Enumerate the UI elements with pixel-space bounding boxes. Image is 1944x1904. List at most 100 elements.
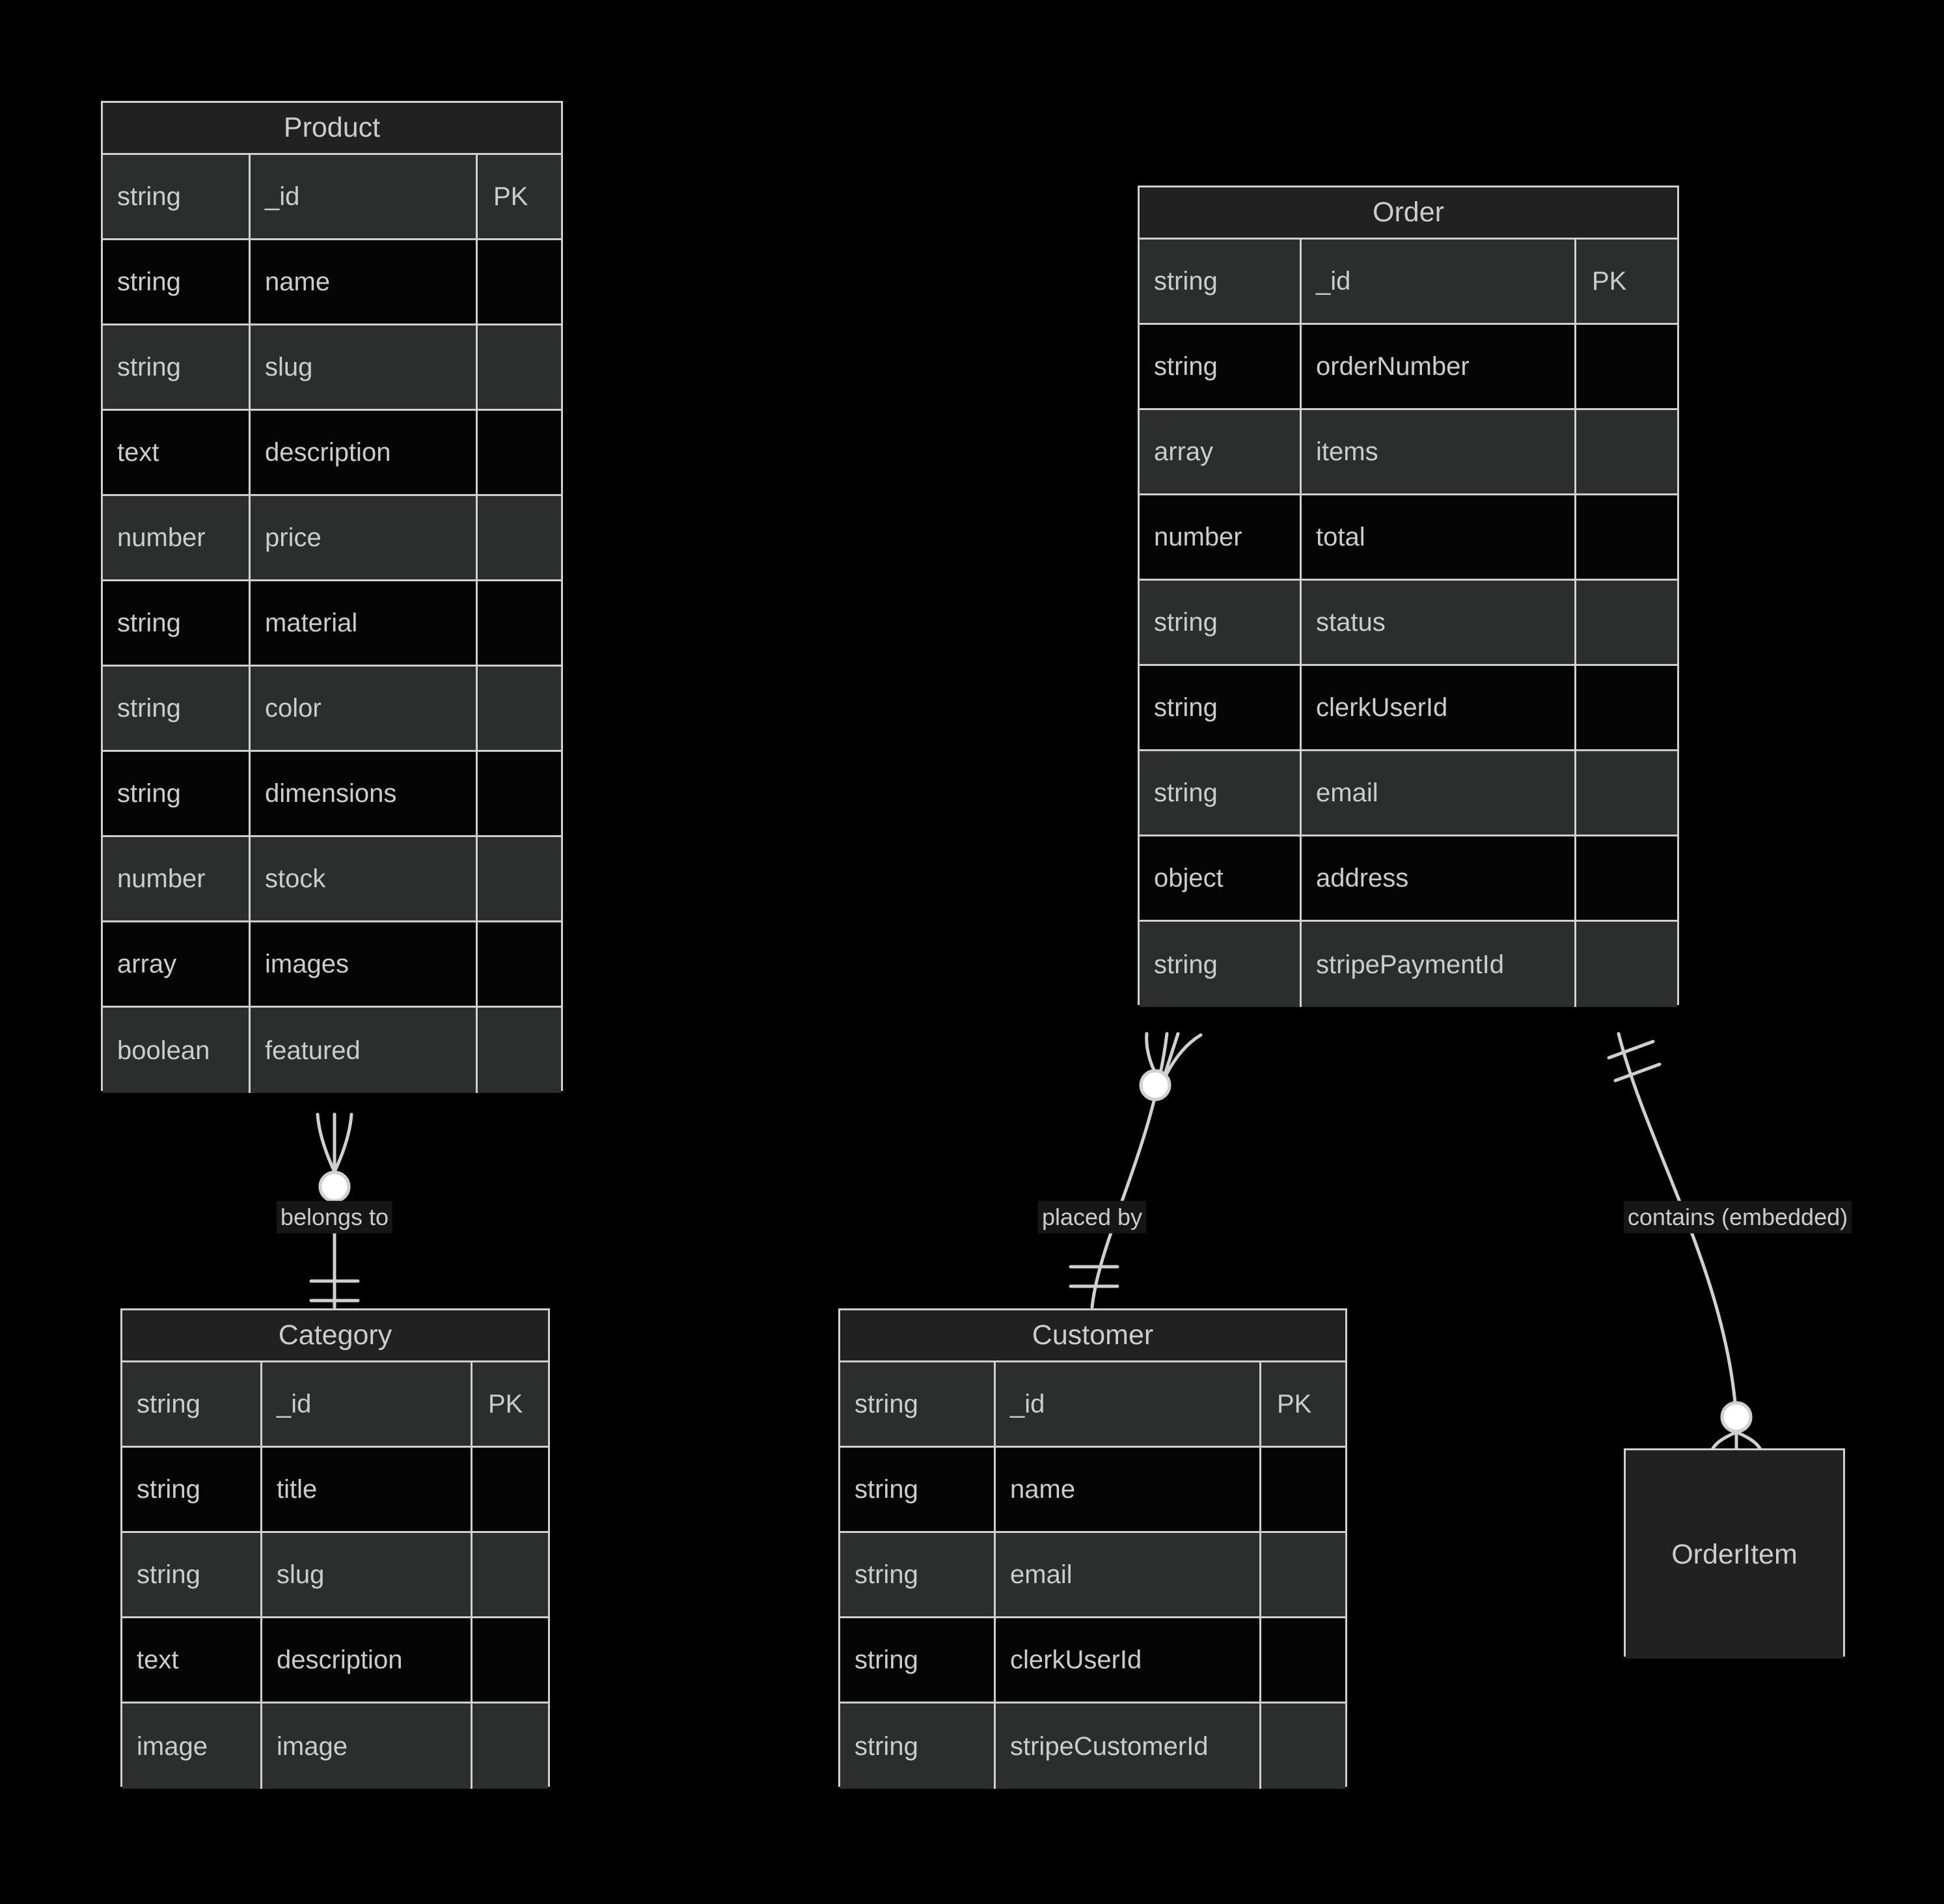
attribute-key-badge [472, 1618, 548, 1702]
entity-orderitem[interactable]: OrderItem [1624, 1448, 1845, 1659]
attribute-key-badge [1261, 1618, 1345, 1702]
attribute-type: string [840, 1362, 996, 1446]
optional-circle-product-end [318, 1170, 351, 1203]
attribute-type: string [1140, 666, 1302, 749]
crows-foot-product-left [316, 1112, 336, 1174]
entity-title-orderitem: OrderItem [1626, 1450, 1843, 1659]
attribute-name: _id [262, 1362, 472, 1446]
relationship-label-product-category: belongs to [276, 1200, 393, 1234]
attribute-name: title [262, 1448, 472, 1531]
attribute-name: slug [262, 1533, 472, 1616]
attribute-type: array [1140, 410, 1302, 493]
attribute-type: object [1140, 836, 1302, 920]
attribute-type: string [840, 1448, 996, 1531]
entity-title-order: Order [1140, 187, 1677, 240]
attribute-type: string [122, 1533, 262, 1616]
attribute-type: string [122, 1362, 262, 1446]
attribute-name: featured [251, 1008, 478, 1093]
attribute-type: text [103, 411, 251, 494]
attribute-name: items [1302, 410, 1576, 493]
attribute-name: name [996, 1448, 1261, 1531]
attribute-name: color [251, 667, 478, 750]
crows-foot-order-end [1160, 1032, 1180, 1086]
attribute-key-badge [478, 581, 561, 665]
relationship-label-order-customer: placed by [1037, 1200, 1147, 1234]
attribute-key-badge [1576, 836, 1677, 920]
one-tick-inner-order [1613, 1062, 1662, 1083]
attribute-key-badge [1261, 1533, 1345, 1616]
attribute-key-badge [1576, 666, 1677, 749]
attribute-name: orderNumber [1302, 325, 1576, 408]
attribute-key-badge [1576, 751, 1677, 835]
attribute-type: string [103, 240, 251, 324]
attribute-name: price [251, 496, 478, 579]
relationship-label-order-orderitem: contains (embedded) [1623, 1200, 1852, 1234]
attribute-type: string [1140, 240, 1302, 323]
attribute-key-badge [478, 837, 561, 920]
attribute-type: string [1140, 922, 1302, 1007]
entity-title-customer: Customer [840, 1310, 1345, 1362]
crows-foot-order-right [1160, 1033, 1203, 1086]
attribute-type: string [840, 1533, 996, 1616]
attribute-key-badge [478, 496, 561, 579]
attribute-type: string [1140, 581, 1302, 664]
attribute-type: string [840, 1618, 996, 1702]
attribute-row[interactable]: string_id PK [122, 1362, 548, 1448]
attribute-key-badge [472, 1448, 548, 1531]
attribute-name: description [262, 1618, 472, 1702]
attribute-type: string [840, 1704, 996, 1789]
relationship-order-customer [1069, 1032, 1203, 1309]
attribute-type: string [103, 155, 251, 238]
attribute-key-badge [1261, 1448, 1345, 1531]
attribute-key-badge: PK [488, 1390, 523, 1418]
attribute-name: _id [251, 155, 478, 238]
attribute-key-badge [1576, 922, 1677, 1007]
relationship-order-orderitem [1607, 1032, 1762, 1450]
attribute-name: material [251, 581, 478, 665]
attribute-name: name [251, 240, 478, 324]
attribute-key-badge [478, 1008, 561, 1093]
attribute-type: string [103, 752, 251, 835]
attribute-type: image [122, 1704, 262, 1789]
crows-foot-product-right [333, 1112, 353, 1174]
attribute-type: boolean [103, 1008, 251, 1093]
attribute-name: stripeCustomerId [996, 1704, 1261, 1789]
